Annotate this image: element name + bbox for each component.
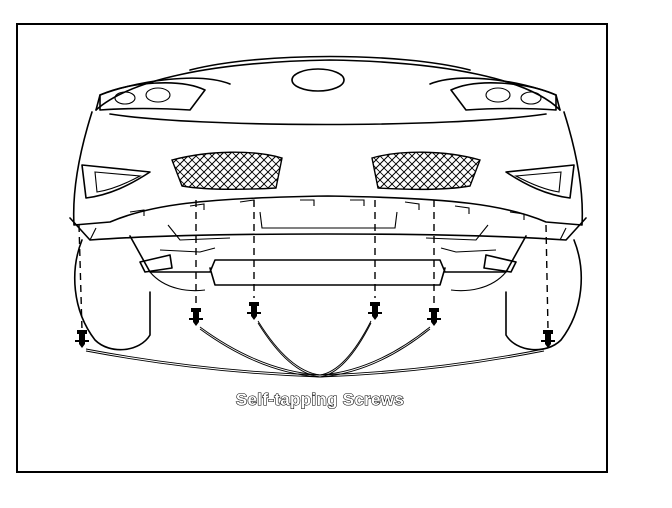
left-tire [73, 239, 151, 351]
callout-label: Self-tapping Screws [236, 390, 404, 409]
screw-alignment-lines [78, 200, 549, 331]
screw-6 [541, 330, 555, 348]
callout-leader-lines [85, 320, 545, 378]
left-headlamp [99, 82, 206, 111]
right-grille [371, 151, 481, 191]
left-grille [171, 151, 283, 191]
leader-line-5-a [319, 326, 431, 376]
front-fascia [72, 111, 584, 226]
screw-1 [75, 330, 89, 348]
leader-line-4-b [319, 322, 372, 378]
leader-line-3-a [257, 320, 321, 376]
right-headlamp [450, 82, 557, 111]
screw-4 [368, 302, 382, 320]
leader-line-1-a [85, 348, 321, 376]
leader-line-6-a [319, 348, 545, 376]
screw-2 [189, 308, 203, 326]
leader-line-2-b [199, 328, 321, 378]
leader-line-5-b [319, 328, 431, 378]
right-tire [505, 239, 583, 351]
lower-air-deflector [69, 199, 587, 292]
leader-line-4-a [319, 320, 372, 376]
leader-line-1-b [85, 350, 321, 378]
leader-line-6-b [319, 350, 545, 378]
leader-line-3-b [257, 322, 321, 378]
self-tapping-screws [75, 302, 555, 348]
screw-3 [247, 302, 261, 320]
screw-5 [427, 308, 441, 326]
